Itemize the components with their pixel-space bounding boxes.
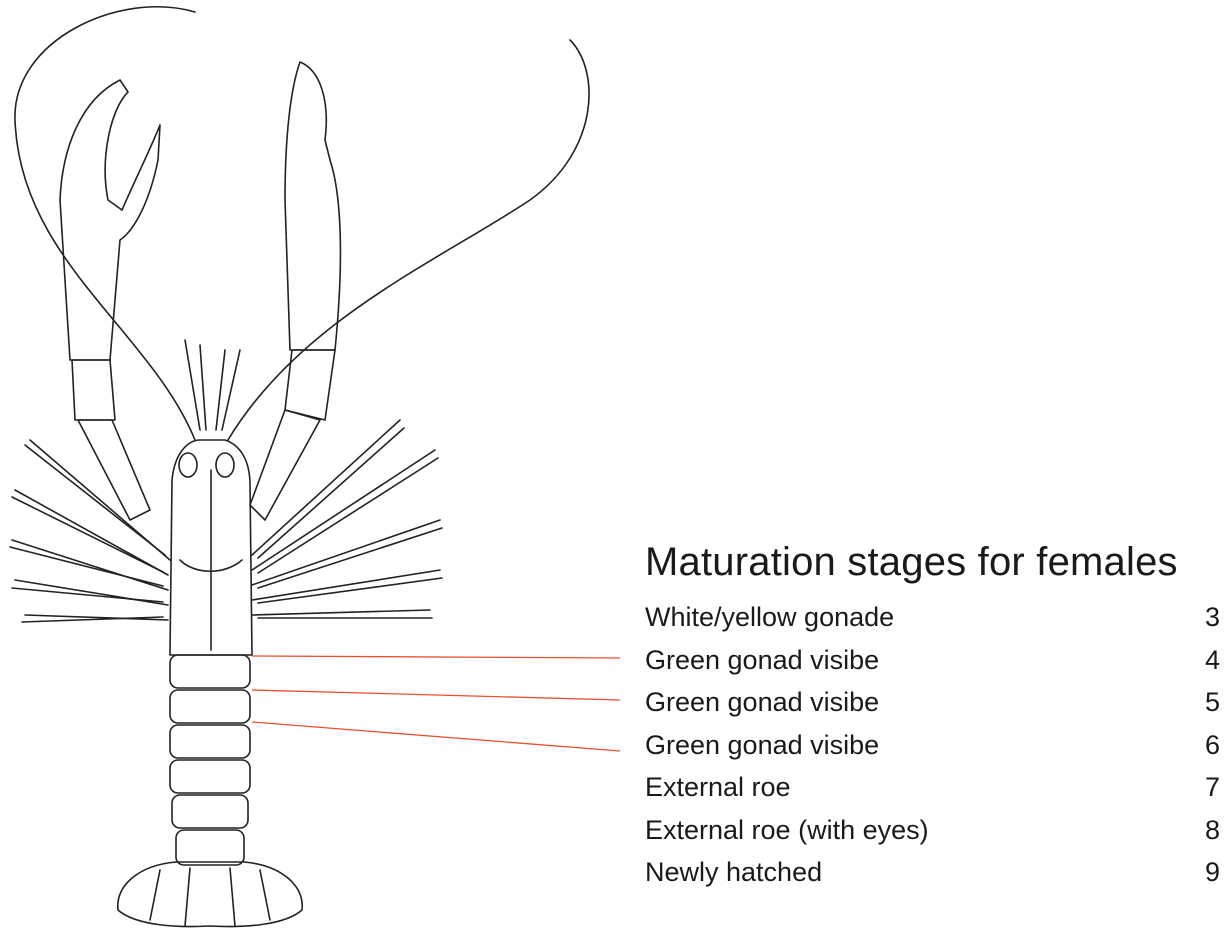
stage-row: External roe 7: [645, 766, 1220, 809]
stage-number: 8: [1205, 809, 1220, 852]
stage-row: External roe (with eyes) 8: [645, 809, 1220, 852]
right-antenna: [228, 40, 589, 440]
leader-line-stage-6: [252, 722, 620, 751]
stages-table: White/yellow gonade 3 Green gonad visibe…: [645, 596, 1220, 894]
left-legs: [12, 440, 170, 620]
left-antenna: [15, 7, 195, 440]
stage-label: White/yellow gonade: [645, 596, 894, 639]
leader-line-stage-4: [252, 656, 620, 658]
left-claw: [60, 80, 160, 360]
stage-label: Newly hatched: [645, 851, 822, 894]
stage-number: 4: [1205, 639, 1220, 682]
stage-number: 6: [1205, 724, 1220, 767]
stage-number: 5: [1205, 681, 1220, 724]
stage-row: Green gonad visibe 5: [645, 681, 1220, 724]
stage-label: Green gonad visibe: [645, 639, 879, 682]
stage-number: 9: [1205, 851, 1220, 894]
abdomen: [170, 655, 250, 865]
stage-row: Green gonad visibe 6: [645, 724, 1220, 767]
diagram-title: Maturation stages for females: [645, 540, 1178, 585]
stage-number: 3: [1205, 596, 1220, 639]
right-claw: [285, 62, 340, 350]
stage-label: Green gonad visibe: [645, 724, 879, 767]
leader-line-stage-5: [252, 690, 620, 700]
stage-number: 7: [1205, 766, 1220, 809]
stage-row: Newly hatched 9: [645, 851, 1220, 894]
stage-label: External roe: [645, 766, 791, 809]
stage-label: Green gonad visibe: [645, 681, 879, 724]
stage-row: Green gonad visibe 4: [645, 639, 1220, 682]
stage-label: External roe (with eyes): [645, 809, 929, 852]
tail-fan: [118, 862, 302, 927]
stage-row: White/yellow gonade 3: [645, 596, 1220, 639]
